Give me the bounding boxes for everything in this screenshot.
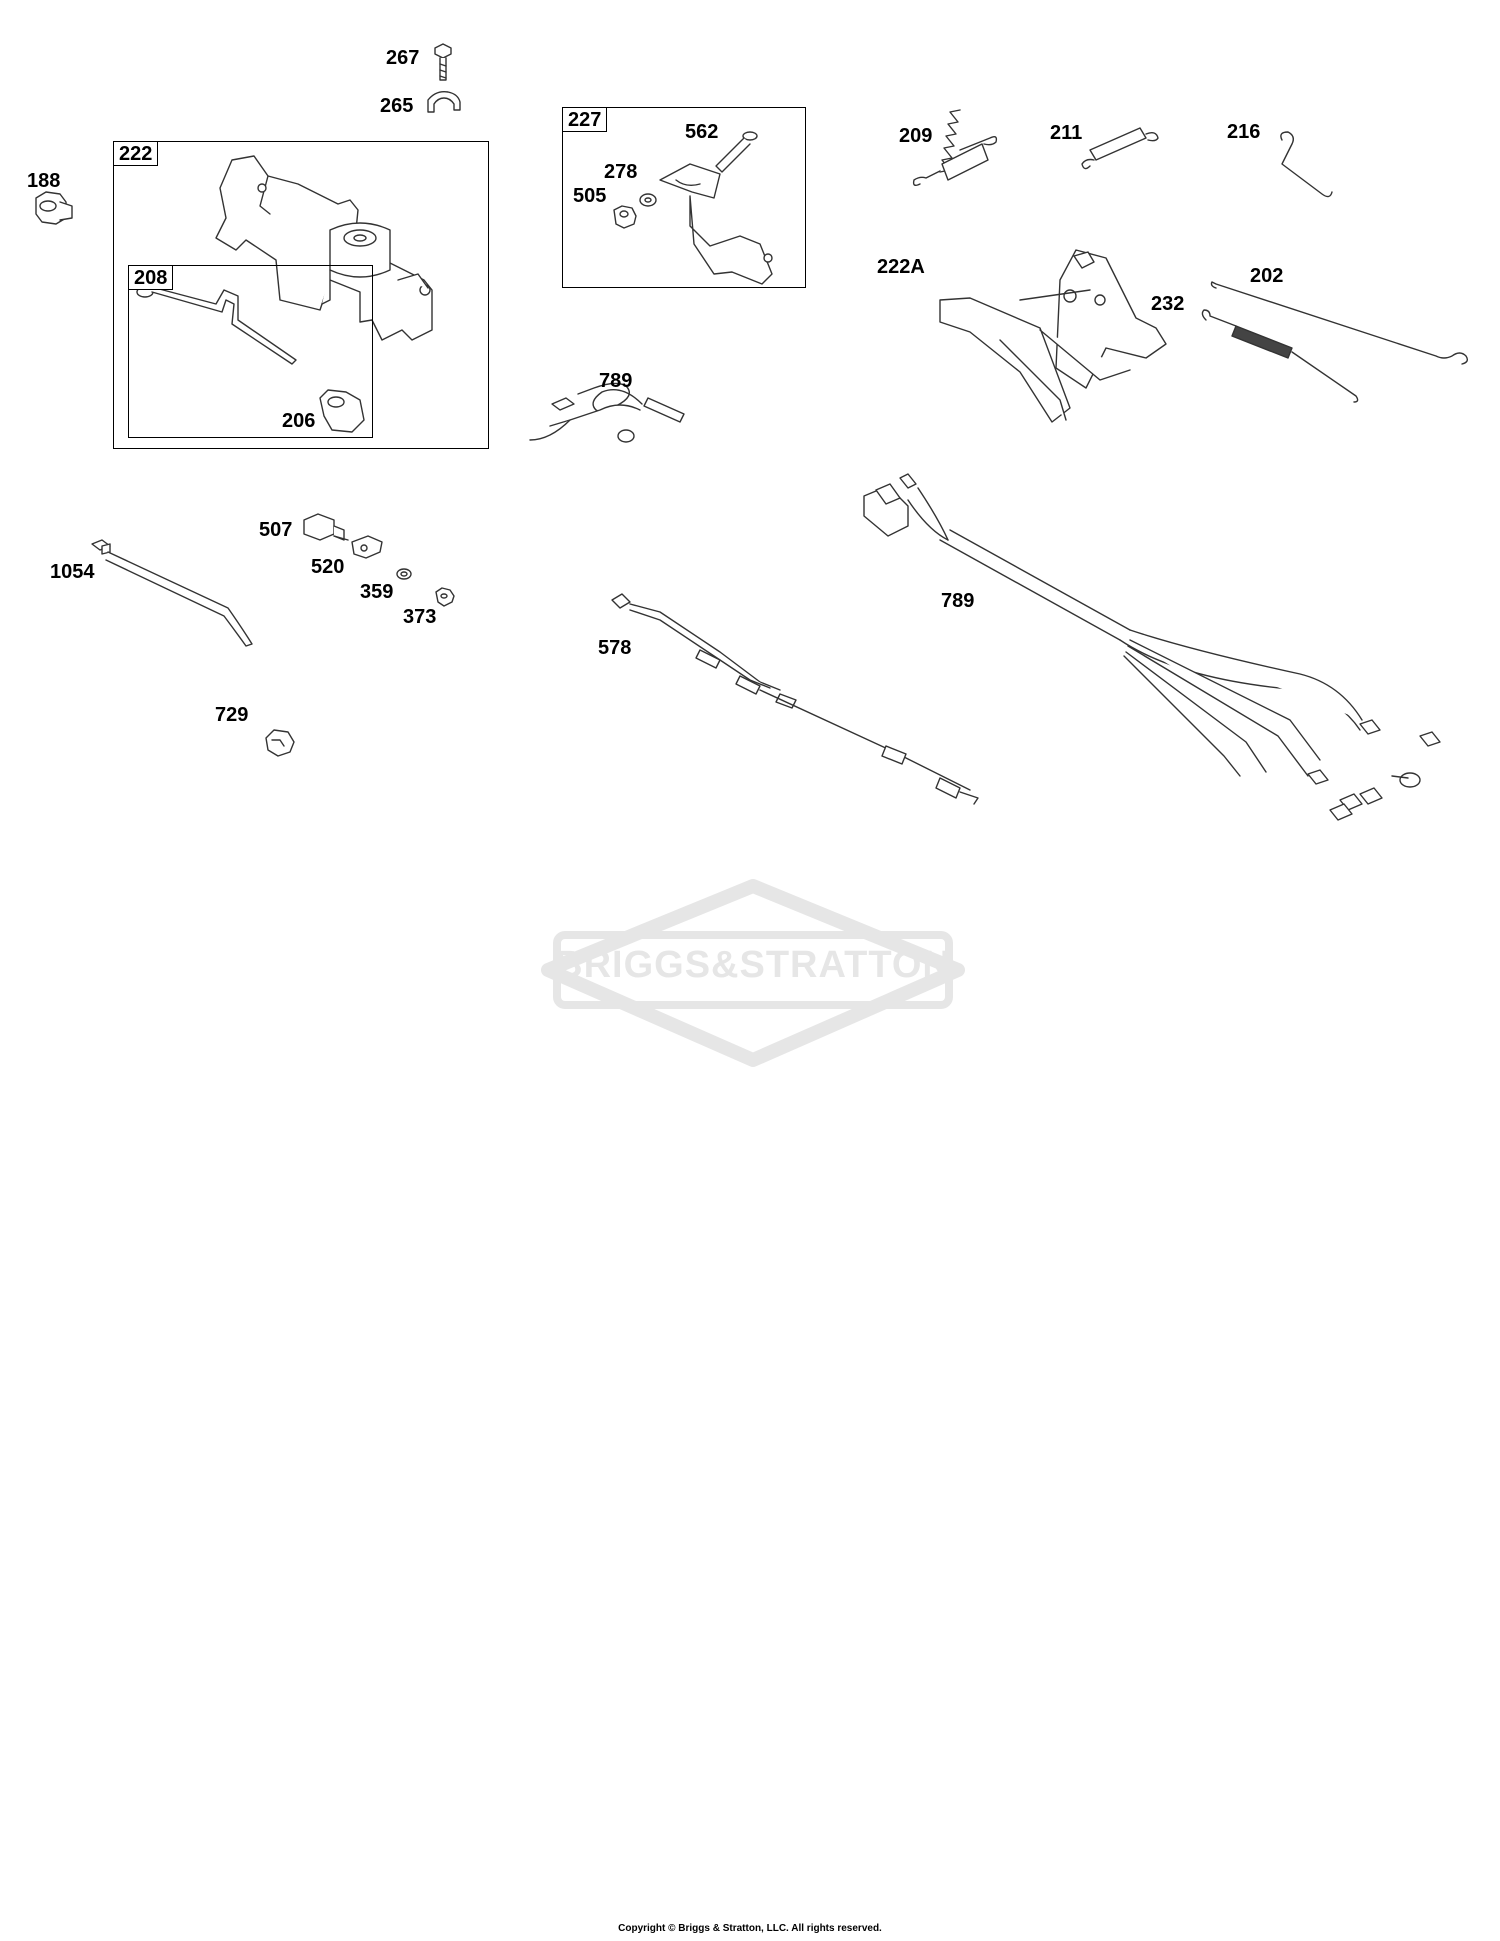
part-267-screw (434, 43, 452, 81)
callout-729[interactable]: 729 (215, 704, 249, 726)
callout-373[interactable]: 373 (403, 606, 437, 628)
callout-1054[interactable]: 1054 (50, 561, 95, 583)
callout-222[interactable]: 222 (113, 141, 159, 166)
assembly-frame-208 (128, 265, 373, 438)
part-278-bracket (659, 163, 773, 285)
part-188-nut (35, 191, 73, 225)
part-789-wire-harness-main (863, 473, 1441, 821)
part-216-link (1280, 131, 1333, 198)
callout-232[interactable]: 232 (1151, 293, 1185, 315)
part-373-nut (435, 587, 455, 607)
callout-562[interactable]: 562 (685, 121, 719, 143)
callout-209[interactable]: 209 (899, 125, 933, 147)
callout-505[interactable]: 505 (573, 185, 607, 207)
callout-208[interactable]: 208 (128, 265, 174, 290)
part-232-spring (1201, 309, 1359, 403)
callout-278[interactable]: 278 (604, 161, 638, 183)
part-507-switch (303, 513, 349, 541)
part-202-governor-rod (1210, 281, 1469, 365)
callout-222a[interactable]: 222A (877, 256, 925, 278)
callout-578[interactable]: 578 (598, 637, 632, 659)
part-562-pin (715, 131, 758, 173)
part-520-bracket (351, 535, 383, 559)
callout-520[interactable]: 520 (311, 556, 345, 578)
callout-216[interactable]: 216 (1227, 121, 1261, 143)
watermark: BRIGGS&STRATTON (548, 880, 958, 1065)
callout-267[interactable]: 267 (386, 47, 420, 69)
callout-202[interactable]: 202 (1250, 265, 1284, 287)
part-209-spring (912, 109, 998, 187)
part-729-clip (265, 729, 295, 757)
assembly-frame-222 (113, 141, 489, 449)
part-211-spring (1081, 127, 1159, 170)
part-222-control-bracket (215, 155, 433, 341)
part-505-nut (613, 193, 657, 229)
part-359-washer (396, 568, 412, 580)
callout-789-small[interactable]: 789 (599, 370, 633, 392)
callout-206[interactable]: 206 (282, 410, 316, 432)
callout-789-main[interactable]: 789 (941, 590, 975, 612)
part-206-nut (319, 389, 365, 433)
callout-211[interactable]: 211 (1050, 122, 1083, 144)
part-222a-control-plate (939, 249, 1167, 423)
part-578-ground-wire (611, 593, 979, 805)
callout-265[interactable]: 265 (380, 95, 414, 117)
watermark-brand-text: BRIGGS&STRATTON (555, 944, 951, 986)
copyright-footer: Copyright © Briggs & Stratton, LLC. All … (618, 1923, 882, 1934)
callout-359[interactable]: 359 (360, 581, 394, 603)
callout-507[interactable]: 507 (259, 519, 293, 541)
part-1054-cable-tie (91, 539, 253, 647)
part-789-wire-harness-small (529, 382, 685, 443)
part-265-clip (427, 90, 461, 113)
assembly-frame-227 (562, 107, 806, 288)
watermark-logo (541, 879, 965, 1067)
callout-227[interactable]: 227 (562, 107, 608, 132)
callout-188[interactable]: 188 (27, 170, 61, 192)
